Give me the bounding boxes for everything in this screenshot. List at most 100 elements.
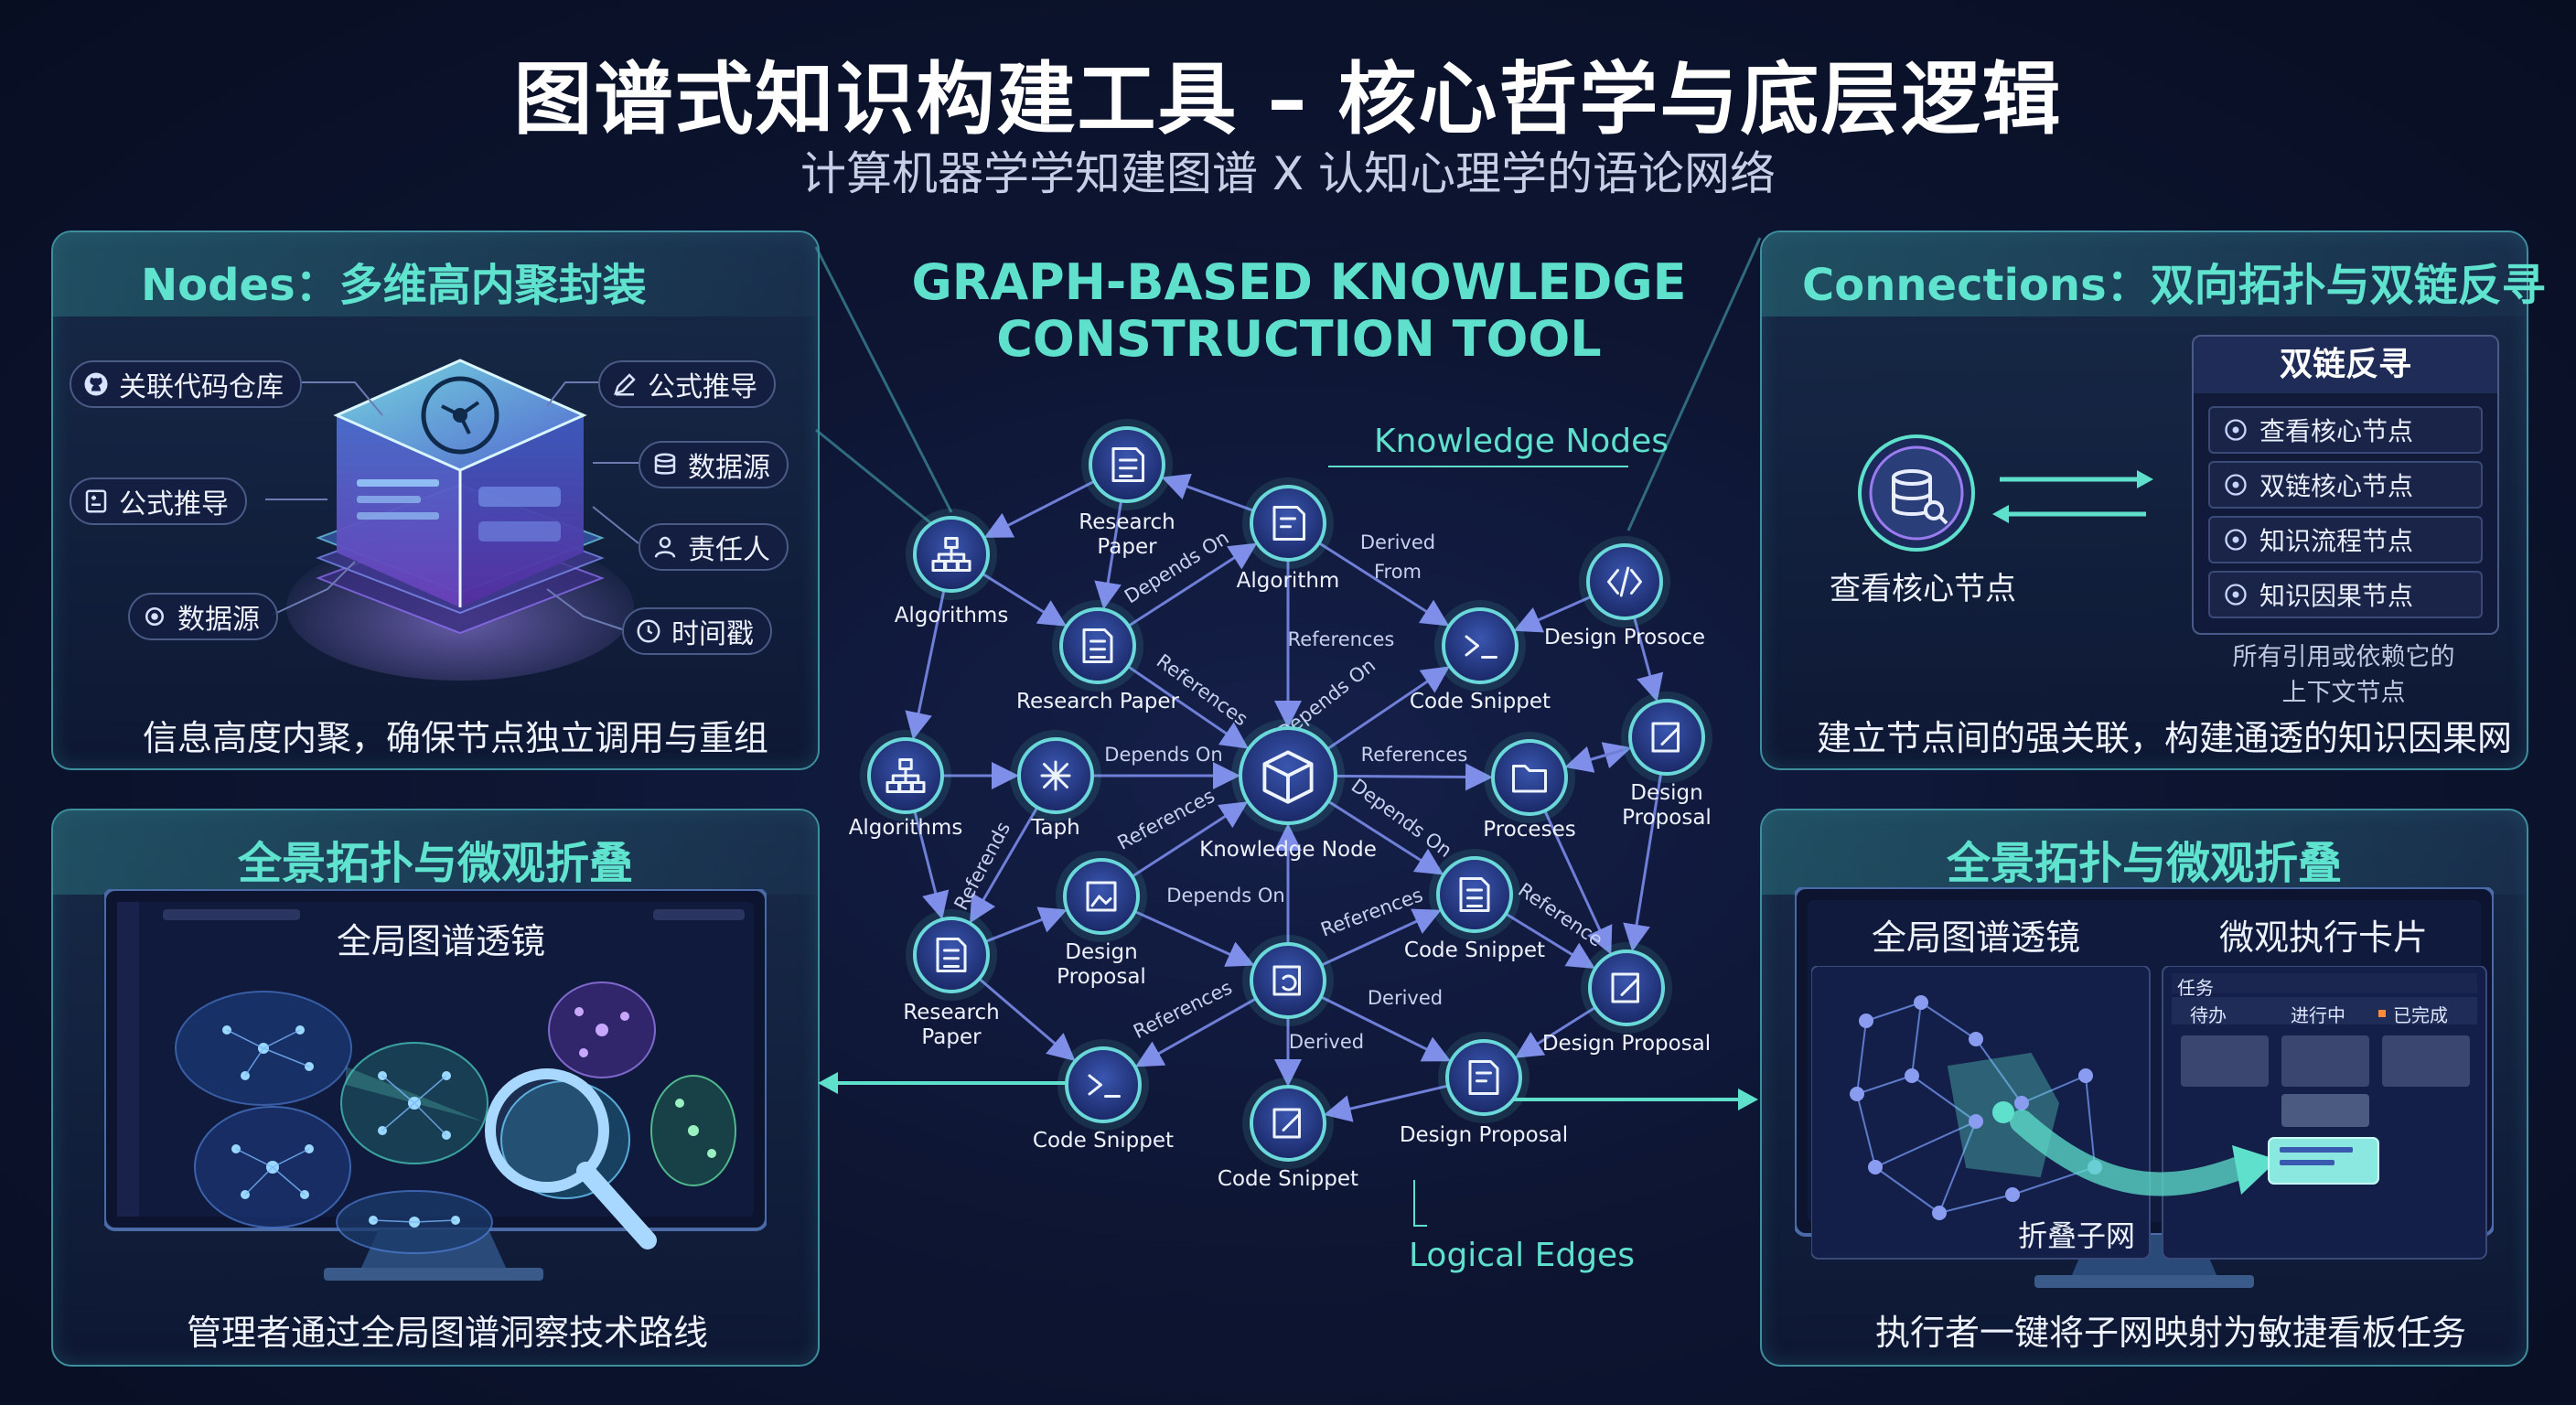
graph-node-label-line2: Proposal (1057, 965, 1146, 989)
image-edit-icon (1086, 881, 1117, 912)
kanban-title: 任务 (2177, 977, 2214, 999)
connections-heading: Connections：双向拓扑与双链反寻 (1802, 260, 2546, 311)
tag-timestamp: 时间戳 (622, 607, 772, 655)
graph-edge (1134, 997, 1257, 1067)
edge-label: Derived (1360, 531, 1435, 553)
edge-label: Depends On (1166, 885, 1284, 906)
backlink-item-label: 双链核心节点 (2259, 471, 2414, 501)
graph-edge (1326, 666, 1450, 751)
graph-node[interactable]: Design Proposal (1542, 942, 1711, 1056)
graph-node[interactable]: Code Snippet (1218, 1078, 1358, 1191)
backlink-item-label: 知识流程节点 (2259, 526, 2414, 556)
graph-node[interactable]: Algorithm (1237, 477, 1340, 593)
graph-edge (984, 906, 1068, 943)
panorama-left-panel: 全景拓扑与微观折叠 全局图谱透镜 (51, 809, 820, 1367)
graph-edge (1127, 542, 1258, 627)
core-node-icon (1858, 434, 1975, 552)
graph-edge (1317, 542, 1450, 627)
graph-node[interactable]: Taph (1010, 730, 1101, 840)
backlink-item-label: 查看核心节点 (2259, 416, 2414, 446)
document-search-icon (1272, 506, 1305, 541)
logical-edges-label: Logical Edges (1409, 1237, 1635, 1274)
backlink-note: 所有引用或依赖它的 上下文节点 (2192, 637, 2496, 708)
hierarchy-icon (931, 537, 971, 572)
nodes-caption: 信息高度内聚，确保节点独立调用与重组 (143, 718, 769, 758)
backlink-item-label: 知识因果节点 (2259, 581, 2414, 611)
backlink-item[interactable]: 知识流程节点 (2208, 516, 2483, 563)
graph-edge (1632, 617, 1664, 702)
tag-datasource-2-label: 数据源 (177, 604, 260, 636)
graph-edge (1514, 1006, 1596, 1058)
graph-node[interactable]: Code Snippet (1410, 600, 1551, 713)
pencil-icon (614, 373, 636, 396)
tag-timestamp-label: 时间戳 (671, 618, 754, 650)
graph-node[interactable]: Proceses (1483, 732, 1576, 842)
edge-label: Depends On (1104, 744, 1222, 766)
graph-node-label: Design (1630, 781, 1702, 805)
graph-node-circle (1445, 1039, 1522, 1116)
graph-node[interactable]: Code Snippet (1404, 849, 1545, 962)
tag-formula-1: 公式推导 (598, 360, 776, 408)
code-icon (1607, 566, 1642, 597)
node-settings-icon (2225, 584, 2247, 606)
graph-node-circle (1250, 942, 1326, 1019)
cube-illustration (286, 359, 634, 681)
folder-icon (1512, 765, 1547, 793)
graph-node[interactable]: Design Proposal (1400, 1032, 1568, 1147)
node-settings-icon (2225, 474, 2247, 496)
graph-edge (1505, 912, 1595, 970)
page-title: 图谱式知识构建工具 – 核心哲学与底层逻辑 (513, 54, 2063, 145)
graph-edge (1513, 595, 1593, 633)
kanban-col-todo[interactable]: 待办 (2190, 1004, 2227, 1026)
graph-node[interactable]: Research Paper (1016, 600, 1180, 713)
graph-node[interactable]: Algorithms (895, 509, 1009, 627)
connections-caption: 建立节点间的强关联，构建通透的知识因果网 (1817, 718, 2513, 758)
core-node-label: 查看核心节点 (1830, 571, 2016, 607)
right-screen-left-title: 全局图谱透镜 (1872, 917, 2081, 958)
graph-node-label: Algorithm (1237, 569, 1340, 593)
center-title-line1: GRAPH-BASED KNOWLEDGE (911, 253, 1687, 311)
graph-node-label: Knowledge Node (1199, 838, 1377, 862)
document-icon (1082, 628, 1113, 663)
graph-node[interactable] (1242, 935, 1334, 1026)
edit-icon (1272, 1108, 1301, 1139)
formula-doc-icon (85, 489, 107, 513)
graph-edge (1320, 995, 1452, 1062)
graph-node[interactable]: Algorithms (849, 730, 963, 840)
graph-node[interactable]: Design Prosoce (1544, 536, 1705, 649)
graph-node[interactable]: Code Snippet (1033, 1039, 1174, 1153)
tag-code-repo-label: 关联代码仓库 (119, 371, 284, 403)
fold-subnet-illustration (1811, 966, 2487, 1260)
node-settings-icon (2225, 529, 2247, 551)
backlink-item[interactable]: 知识因果节点 (2208, 571, 2483, 618)
backlink-item[interactable]: 双链核心节点 (2208, 461, 2483, 509)
backlink-item[interactable]: 查看核心节点 (2208, 406, 2483, 454)
graph-node-label: Code Snippet (1218, 1167, 1358, 1191)
cube-icon (1262, 750, 1314, 804)
graph-node-label-line2: Proposal (1622, 806, 1712, 830)
graph-edge (1327, 799, 1444, 875)
kanban-col-doing[interactable]: 进行中 (2291, 1004, 2345, 1026)
panorama-right-header (1762, 810, 2527, 895)
graph-clusters-illustration (175, 981, 736, 1254)
graph-node[interactable]: Knowledge Node (1199, 719, 1377, 862)
panorama-left-screen-title: 全局图谱透镜 (337, 921, 546, 961)
graph-node-circle (1628, 699, 1705, 776)
kanban-col-done[interactable]: 已完成 (2393, 1004, 2448, 1026)
github-icon (84, 372, 108, 396)
backlink-box: 双链反寻 查看核心节点 双链核心节点 知识流程节点 知识因果节点 (2192, 335, 2499, 635)
tag-datasource-2: 数据源 (128, 593, 278, 640)
graph-edge (913, 810, 950, 920)
tag-formula-2: 公式推导 (70, 477, 247, 525)
person-icon (654, 536, 676, 558)
nodes-panel: Nodes：多维高内聚封装 (51, 231, 820, 770)
research-paper-icon (1111, 447, 1144, 482)
tag-datasource-1: 数据源 (639, 441, 789, 488)
graph-node-label: Code Snippet (1033, 1129, 1174, 1153)
